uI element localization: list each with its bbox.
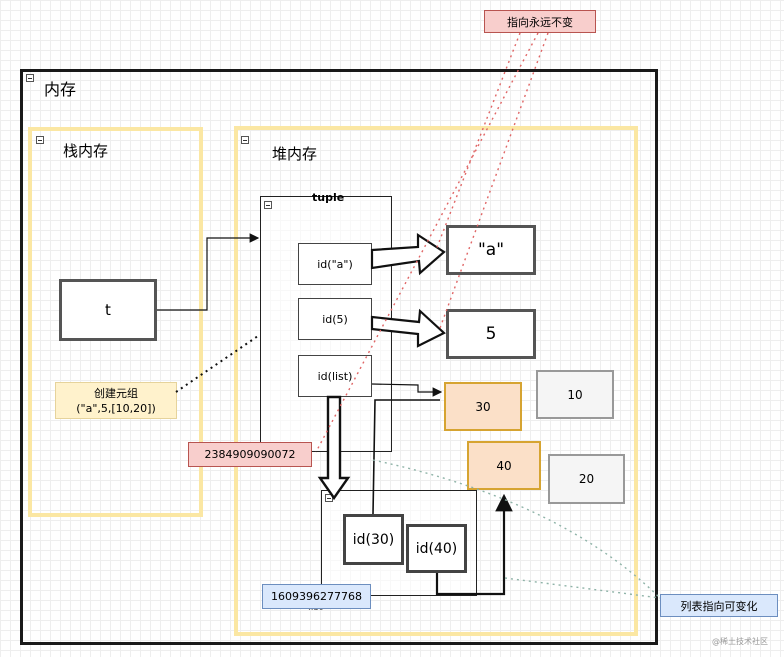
list-item-30[interactable]: id(30) [343,514,404,565]
new-value-20-label: 20 [578,472,595,486]
list-mutable-note-text: 列表指向可变化 [680,599,758,613]
stack-variable-t[interactable]: t [59,279,157,341]
list-cell-30[interactable]: 30 [444,382,522,431]
memory-collapse-icon[interactable] [26,74,34,82]
value-5[interactable]: 5 [446,309,536,359]
tuple-item-a[interactable]: id("a") [298,243,372,285]
list-cell-30-label: 30 [475,399,491,414]
pointer-fixed-note-text: 指向永远不变 [507,15,573,29]
tuple-item-a-label: id("a") [317,257,353,271]
tuple-item-list[interactable]: id(list) [298,355,372,397]
heap-collapse-icon[interactable] [241,136,249,144]
create-tuple-note: 创建元组 ("a",5,[10,20]) [55,382,177,419]
list-item-40[interactable]: id(40) [406,524,467,573]
heap-memory-title: 堆内存 [272,145,318,163]
memory-title: 内存 [44,80,77,99]
create-tuple-note-line1: 创建元组 [94,386,138,400]
list-collapse-icon[interactable] [325,494,333,502]
create-tuple-note-line2: ("a",5,[10,20]) [76,401,156,415]
list-address-label: 1609396277768 [262,584,371,609]
list-cell-40-label: 40 [496,458,512,473]
pointer-fixed-note: 指向永远不变 [484,10,596,33]
tuple-item-5-label: id(5) [322,312,348,326]
list-cell-40[interactable]: 40 [467,441,541,490]
stack-collapse-icon[interactable] [36,136,44,144]
stack-memory-title: 栈内存 [63,142,109,160]
new-value-10-label: 10 [567,387,583,402]
new-value-10[interactable]: 10 [536,370,614,419]
tuple-collapse-icon[interactable] [264,201,272,209]
new-value-20[interactable]: 20 [548,454,625,504]
tuple-item-list-label: id(list) [317,369,353,383]
watermark: @稀土技术社区 [712,637,768,646]
list-item-30-label: id(30) [352,531,395,548]
value-5-label: 5 [485,324,497,344]
value-a[interactable]: "a" [446,225,536,275]
tuple-address-label: 2384909090072 [188,442,312,467]
stack-memory-container [28,127,203,517]
tuple-title: tuple [312,191,345,204]
tuple-address-text: 2384909090072 [204,448,296,461]
tuple-item-5[interactable]: id(5) [298,298,372,340]
list-address-text: 1609396277768 [271,590,362,603]
list-mutable-note: 列表指向可变化 [660,594,778,617]
stack-variable-label: t [105,301,111,319]
value-a-label: "a" [477,240,505,260]
list-item-40-label: id(40) [415,540,458,557]
